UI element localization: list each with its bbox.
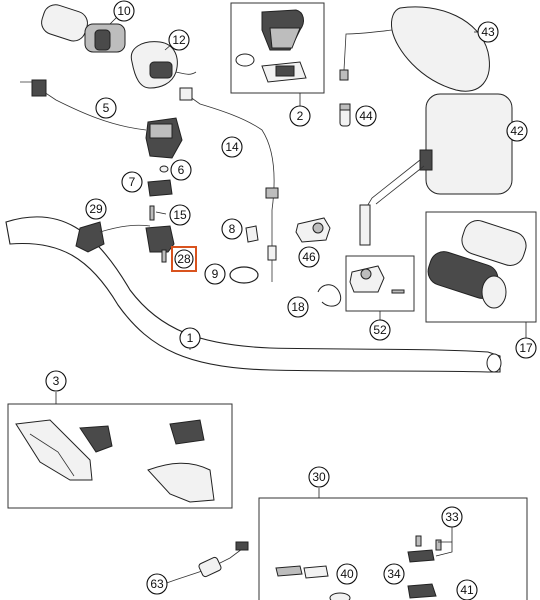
callout-40: 40 xyxy=(336,563,358,585)
svg-text:2: 2 xyxy=(297,109,304,123)
svg-text:5: 5 xyxy=(103,101,110,115)
handlebar-part xyxy=(5,216,502,373)
callout-28-highlighted: 28 xyxy=(171,246,197,272)
callout-1: 1 xyxy=(179,327,201,349)
svg-text:8: 8 xyxy=(229,222,236,236)
cover-part-2 xyxy=(235,9,307,106)
handguards-part-3 xyxy=(15,392,215,503)
callout-33: 33 xyxy=(441,506,463,528)
cable-tie-part-18 xyxy=(317,284,342,307)
callout-30: 30 xyxy=(308,466,330,488)
callout-3: 3 xyxy=(45,370,67,392)
callout-42: 42 xyxy=(506,120,528,142)
svg-text:28: 28 xyxy=(177,252,191,266)
svg-text:30: 30 xyxy=(312,470,326,484)
callout-2: 2 xyxy=(289,105,311,127)
callout-63: 63 xyxy=(146,573,168,595)
callout-10: 10 xyxy=(113,0,135,22)
clamp-part-52 xyxy=(349,265,405,320)
kill-switch-part-5 xyxy=(20,79,183,159)
clip-part-8 xyxy=(245,225,259,243)
switch-housing-part-12 xyxy=(130,41,197,89)
nut-part-44 xyxy=(339,103,351,127)
svg-text:33: 33 xyxy=(445,510,459,524)
assembly-part-30 xyxy=(275,488,442,600)
svg-text:14: 14 xyxy=(225,140,239,154)
group-box-3 xyxy=(7,403,233,509)
svg-text:43: 43 xyxy=(481,25,495,39)
leader-33 xyxy=(435,527,453,557)
grips-part-17 xyxy=(427,220,527,338)
switch-part-29 xyxy=(75,221,175,253)
svg-text:6: 6 xyxy=(178,163,185,177)
svg-text:15: 15 xyxy=(173,208,187,222)
callout-18: 18 xyxy=(287,296,309,318)
clutch-cable-part-14 xyxy=(179,87,279,282)
callout-34: 34 xyxy=(383,563,405,585)
svg-text:44: 44 xyxy=(359,109,373,123)
throttle-assembly-part xyxy=(41,4,126,53)
callout-17: 17 xyxy=(515,337,537,359)
callout-46: 46 xyxy=(298,246,320,268)
group-box-17 xyxy=(425,211,537,323)
group-box-30 xyxy=(258,497,528,600)
svg-text:17: 17 xyxy=(519,341,533,355)
bracket-parts-6-7-15 xyxy=(147,165,173,221)
mirror-part-42 xyxy=(359,93,513,246)
svg-text:46: 46 xyxy=(302,250,316,264)
callout-29: 29 xyxy=(85,198,107,220)
mirror-part-43 xyxy=(339,6,490,92)
callout-5: 5 xyxy=(95,97,117,119)
callout-44: 44 xyxy=(355,105,377,127)
callout-52: 52 xyxy=(369,319,391,341)
callout-43: 43 xyxy=(477,21,499,43)
callout-6: 6 xyxy=(170,159,192,181)
svg-text:1: 1 xyxy=(187,331,194,345)
svg-text:42: 42 xyxy=(510,124,524,138)
svg-text:9: 9 xyxy=(212,267,219,281)
callout-41: 41 xyxy=(456,579,478,600)
callout-8: 8 xyxy=(221,218,243,240)
svg-text:29: 29 xyxy=(89,202,103,216)
screw-part-28 xyxy=(161,249,167,263)
clamp-part-46 xyxy=(295,217,331,243)
callout-14: 14 xyxy=(221,136,243,158)
callout-12: 12 xyxy=(168,29,190,51)
svg-text:12: 12 xyxy=(172,33,186,47)
svg-text:3: 3 xyxy=(53,374,60,388)
svg-text:41: 41 xyxy=(460,583,474,597)
svg-text:52: 52 xyxy=(373,323,387,337)
callout-15: 15 xyxy=(169,204,191,226)
svg-text:7: 7 xyxy=(129,175,136,189)
svg-text:18: 18 xyxy=(291,300,305,314)
svg-text:10: 10 xyxy=(117,4,131,18)
group-box-2 xyxy=(230,2,325,94)
o-ring-part-9 xyxy=(229,266,259,284)
svg-text:40: 40 xyxy=(340,567,354,581)
callout-7: 7 xyxy=(121,171,143,193)
svg-text:63: 63 xyxy=(150,577,164,591)
svg-text:34: 34 xyxy=(387,567,401,581)
callout-9: 9 xyxy=(204,263,226,285)
